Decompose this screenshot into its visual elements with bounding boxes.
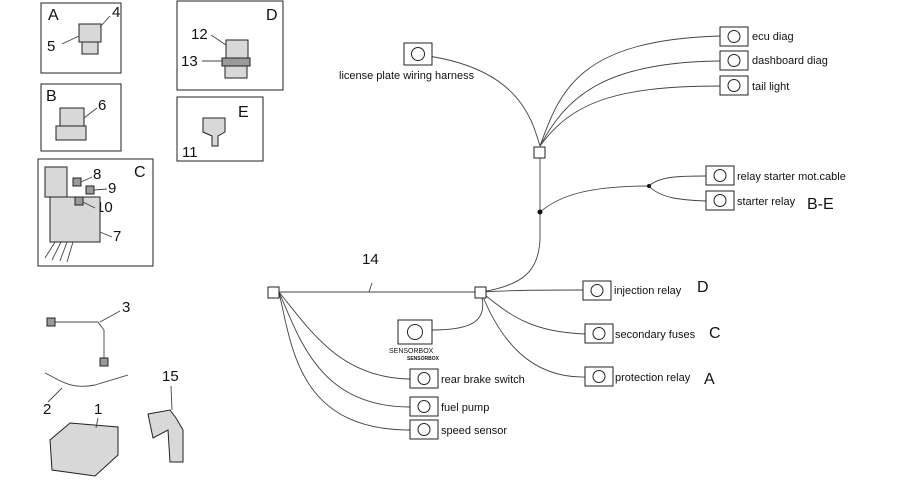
tail-light-label: tail light: [752, 81, 789, 93]
starter-relay-label: starter relay: [737, 196, 796, 208]
loose-parts: 3 2 1 15: [43, 299, 184, 477]
junction-top: [533, 146, 546, 159]
panel-b-frame: [40, 83, 122, 152]
part-3-label: 3: [122, 299, 130, 316]
part-4-label: 4: [112, 4, 120, 21]
secondary-fuses-label: secondary fuses: [615, 329, 696, 341]
ecu-diag-label: ecu diag: [752, 31, 794, 43]
panel-b: B 6: [40, 83, 122, 152]
connector-speed-sensor: speed sensor: [409, 419, 507, 440]
junction-center: [474, 286, 487, 299]
part-11-label: 11: [182, 144, 198, 161]
part-12-label: 12: [191, 26, 208, 43]
fuel-pump-label: fuel pump: [441, 402, 489, 414]
connector-injection-relay: injection relay D: [582, 279, 709, 301]
connector-protection-relay: protection relay A: [584, 366, 715, 388]
connector-sensorbox: SENSORBOX SENSORBOX: [389, 319, 440, 362]
panel-a: A 4 5: [40, 2, 122, 74]
panel-c: C 8 9 10 7: [37, 158, 154, 267]
relay-part-6: [55, 107, 98, 141]
panel-c-frame: [37, 158, 154, 267]
injection-relay-label: injection relay: [614, 285, 682, 297]
connector-fuel-pump: fuel pump: [409, 396, 489, 417]
part-13-label: 13: [181, 53, 198, 70]
panel-e: E 11: [176, 96, 264, 162]
connector-dashboard-diag: dashboard diag: [719, 50, 828, 71]
part-5-label: 5: [47, 38, 55, 55]
part-1-label: 1: [94, 401, 102, 418]
panel-e-letter: E: [238, 104, 249, 121]
panel-a-letter: A: [48, 7, 59, 24]
connector-tail-light: tail light: [719, 75, 789, 96]
panel-d-letter: D: [266, 7, 278, 24]
part-2-label: 2: [43, 401, 51, 418]
cable-part-3: [46, 310, 121, 367]
connector-secondary-fuses: secondary fuses C: [584, 323, 721, 344]
panel-c-letter: C: [134, 164, 146, 181]
relay-part-4: [61, 15, 111, 55]
speed-sensor-label: speed sensor: [441, 425, 507, 437]
part-6-label: 6: [98, 97, 106, 114]
panel-b-letter: B: [46, 88, 57, 105]
part-15-label: 15: [162, 368, 179, 385]
protection-relay-label: protection relay: [615, 372, 691, 384]
panel-d-frame: [176, 0, 284, 91]
license-plate-label: license plate wiring harness: [339, 70, 475, 82]
connector-relay-starter-cable: relay starter mot.cable: [705, 165, 846, 186]
harness-14-label: 14: [362, 251, 379, 268]
fuse-part-11: [202, 117, 226, 147]
panel-e-frame: [176, 96, 264, 162]
sensorbox-label: SENSORBOX: [389, 348, 434, 355]
injection-relay-ref: D: [697, 279, 709, 296]
connector-rear-brake-switch: rear brake switch: [409, 368, 525, 389]
harness-wires: [278, 35, 721, 431]
panel-a-frame: [40, 2, 122, 74]
relay-part-12: [202, 34, 251, 79]
junction-left: [267, 286, 280, 299]
connector-license-plate: license plate wiring harness: [339, 42, 475, 82]
cable-part-2: [44, 372, 129, 403]
fuse-box-part-7: [44, 166, 113, 263]
connector-ecu-diag: ecu diag: [719, 26, 794, 47]
connector-starter-relay: starter relay B-E: [705, 190, 834, 213]
starter-relay-ref: B-E: [807, 196, 834, 213]
panel-d: D 12 13: [176, 0, 284, 91]
relay-starter-cable-label: relay starter mot.cable: [737, 171, 846, 183]
rear-brake-switch-label: rear brake switch: [441, 374, 525, 386]
dashboard-diag-label: dashboard diag: [752, 55, 828, 67]
protection-relay-ref: A: [704, 371, 715, 388]
part-8-label: 8: [93, 166, 101, 183]
part-7-label: 7: [113, 228, 121, 245]
secondary-fuses-ref: C: [709, 325, 721, 342]
part-9-label: 9: [108, 180, 116, 197]
battery-part-1: [49, 417, 119, 477]
sensorbox-sublabel: SENSORBOX: [407, 356, 440, 362]
cap-part-15: [147, 385, 184, 463]
